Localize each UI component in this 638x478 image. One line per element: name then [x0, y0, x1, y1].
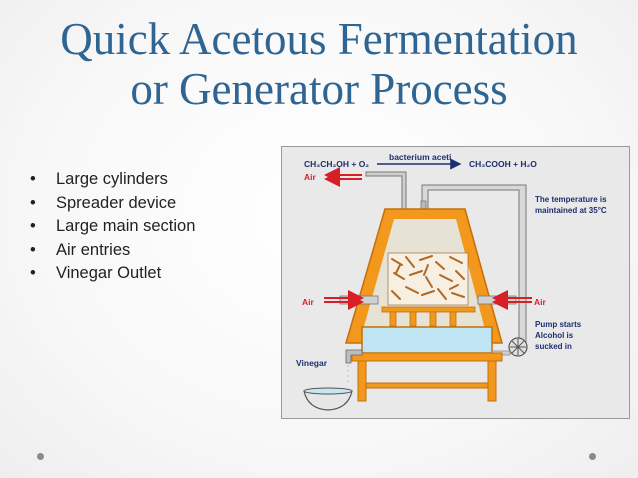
- false-bottom: [381, 306, 476, 327]
- air-inlet-label-right: Air: [534, 297, 547, 307]
- collecting-tank: [361, 326, 493, 354]
- bullet-text: Vinegar Outlet: [56, 264, 162, 282]
- table-leg: [487, 360, 497, 402]
- title-line-1: Quick Acetous Fermentation: [60, 14, 578, 64]
- table-top: [351, 352, 503, 362]
- slide-title: Quick Acetous Fermentation or Generator …: [0, 14, 638, 114]
- vinegar-tap-icon: [345, 349, 363, 364]
- bacterium-label: bacterium aceti: [389, 152, 451, 162]
- bullet-item: • Large cylinders: [30, 168, 195, 192]
- bullet-list: • Large cylinders • Spreader device • Large…: [30, 168, 195, 286]
- bullet-icon: •: [30, 264, 36, 282]
- air-outlet-label: Air: [304, 172, 317, 182]
- air-inlet-label-left: Air: [302, 297, 315, 307]
- pump-fan-icon: [510, 339, 526, 355]
- vinegar-label: Vinegar: [296, 358, 328, 368]
- bullet-text: Spreader device: [56, 193, 177, 212]
- bullet-text: Large cylinders: [56, 170, 168, 188]
- bullet-icon: •: [30, 240, 36, 259]
- shavings-texture: [391, 255, 465, 300]
- generator-diagram: CH₃CH₂OH + O₂ bacterium aceti CH₃COOH + …: [281, 146, 630, 419]
- temperature-label: The temperature is maintained at 35°C: [535, 195, 609, 215]
- bullet-icon: •: [30, 170, 36, 188]
- table-rail: [365, 382, 489, 389]
- bullet-item: • Spreader device: [30, 192, 195, 216]
- slide-corner-dot-left: [37, 453, 44, 460]
- equation-products: CH₃COOH + H₂O: [469, 159, 537, 169]
- table-leg: [357, 360, 367, 402]
- bullet-text: Large main section: [56, 217, 196, 235]
- pump-label: Pump starts Alcohol is sucked in: [535, 320, 583, 351]
- bullet-icon: •: [30, 193, 36, 212]
- vinegar-bowl-rim: [303, 387, 353, 395]
- bullet-text: Air entries: [56, 240, 131, 259]
- title-line-2: or Generator Process: [130, 64, 508, 114]
- vent-pipe: [365, 171, 407, 212]
- slide-corner-dot-right: [589, 453, 596, 460]
- bullet-item: • Air entries: [30, 239, 195, 263]
- bullet-item: • Large main section: [30, 215, 195, 239]
- equation-reactants: CH₃CH₂OH + O₂: [304, 159, 369, 169]
- bullet-item: • Vinegar Outlet: [30, 262, 195, 286]
- bullet-icon: •: [30, 217, 36, 235]
- vinegar-bowl: [303, 390, 353, 411]
